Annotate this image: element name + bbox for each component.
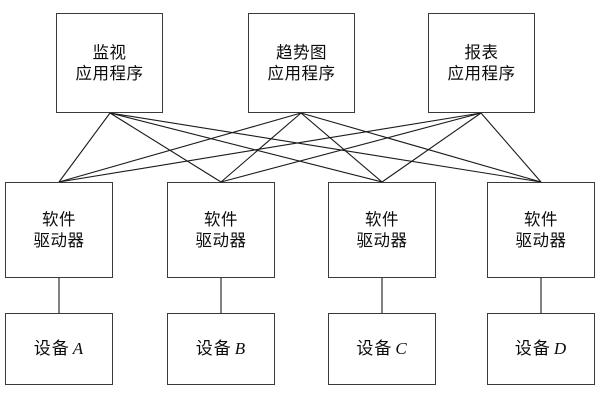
edge-app-report-to-driver-d	[480, 112, 542, 183]
edge-app-trend-to-driver-c	[300, 112, 383, 183]
driver-label-primary: 软件	[365, 209, 399, 229]
app-label-primary: 趋势图	[276, 42, 327, 62]
app-label-primary: 监视	[92, 42, 127, 62]
edge-app-monitor-to-driver-c	[109, 112, 383, 183]
driver-label-primary: 软件	[524, 209, 558, 229]
app-label-secondary: 应用程序	[447, 64, 516, 83]
edge-app-report-to-driver-a	[58, 112, 482, 183]
driver-box-driver-d[interactable]: 软件驱动器	[487, 182, 595, 278]
driver-label-primary: 软件	[42, 209, 76, 229]
device-tag: A	[72, 338, 85, 358]
device-tag: C	[395, 338, 408, 358]
edge-app-trend-to-driver-a	[58, 112, 302, 183]
edge-app-trend-to-driver-d	[300, 112, 542, 183]
device-name: 设备	[33, 338, 70, 358]
edge-app-monitor-to-driver-b	[109, 112, 222, 183]
driver-label-secondary: 驱动器	[356, 231, 408, 250]
driver-label-secondary: 驱动器	[195, 231, 247, 250]
device-name: 设备	[195, 338, 232, 358]
app-label-primary: 报表	[464, 42, 499, 62]
app-box-app-report[interactable]: 报表应用程序	[428, 13, 535, 113]
app-box-app-monitor[interactable]: 监视应用程序	[56, 13, 163, 113]
app-to-driver-edges	[58, 112, 542, 183]
driver-to-device-edges	[58, 278, 542, 313]
driver-box-driver-a[interactable]: 软件驱动器	[5, 182, 113, 278]
device-name: 设备	[514, 338, 551, 358]
app-label-secondary: 应用程序	[267, 64, 336, 83]
edge-app-monitor-to-driver-d	[109, 112, 542, 183]
driver-box-driver-c[interactable]: 软件驱动器	[328, 182, 436, 278]
device-tag: D	[553, 338, 568, 358]
edge-app-report-to-driver-b	[220, 112, 482, 183]
driver-box-driver-b[interactable]: 软件驱动器	[167, 182, 275, 278]
app-label-secondary: 应用程序	[75, 64, 144, 83]
device-tag: B	[234, 338, 247, 358]
device-name: 设备	[356, 338, 393, 358]
driver-label-primary: 软件	[204, 209, 238, 229]
edge-app-monitor-to-driver-a	[58, 112, 111, 183]
app-box-app-trend[interactable]: 趋势图应用程序	[248, 13, 355, 113]
driver-label-secondary: 驱动器	[515, 231, 567, 250]
driver-label-secondary: 驱动器	[33, 231, 85, 250]
edge-app-trend-to-driver-b	[220, 112, 302, 183]
edge-app-report-to-driver-c	[381, 112, 482, 183]
